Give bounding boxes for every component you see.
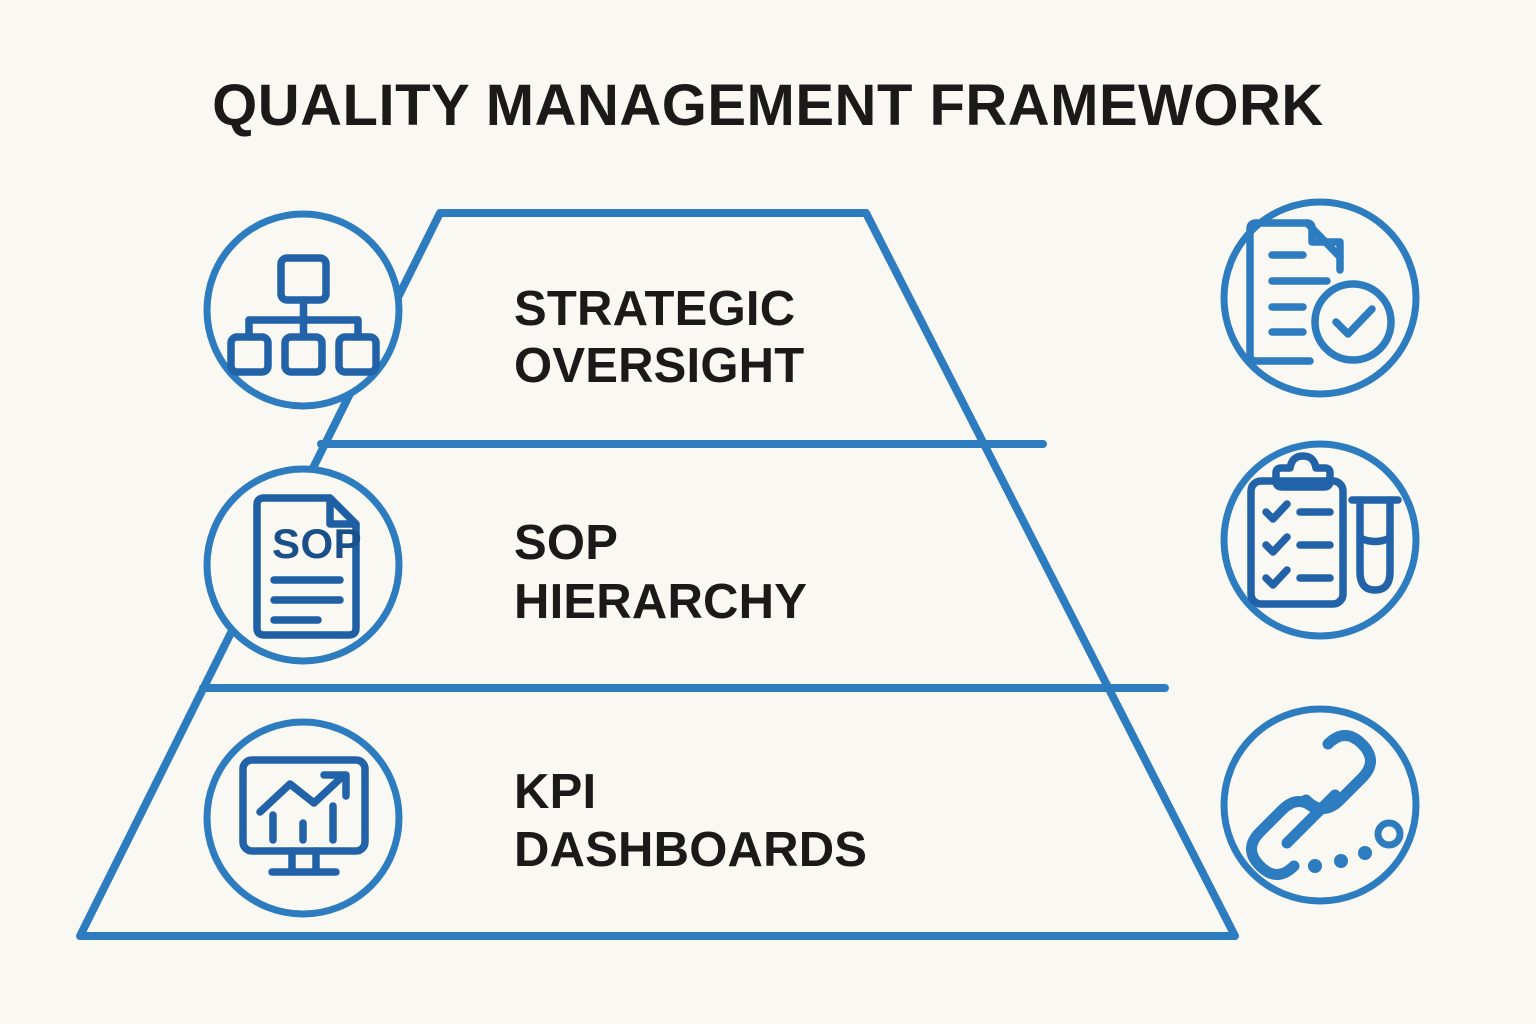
tier-1-label-line1: STRATEGIC	[514, 282, 795, 336]
clipboard-check-1	[1262, 500, 1291, 523]
tier-2-label-group: SOP HIERARCHY	[514, 516, 807, 629]
sop-document-body	[253, 494, 360, 639]
chain-dot-1	[1308, 859, 1322, 873]
chain-dot-4-outline	[1374, 819, 1404, 849]
tier-3-label-line1: KPI	[514, 765, 596, 819]
chain-link-lower	[1246, 796, 1322, 880]
test-tube-liquid-level	[1356, 534, 1394, 546]
chain-link-icon	[1220, 705, 1420, 905]
sop-document-icon: SOP	[203, 465, 403, 665]
clipboard-clip	[1272, 452, 1334, 491]
pyramid-outline	[76, 209, 1239, 940]
tier-2-label-line2: HIERARCHY	[514, 575, 807, 629]
document-approved-check-mark	[1332, 305, 1376, 338]
org-chart-icon	[203, 210, 403, 410]
test-tube-body	[1356, 496, 1394, 594]
document-approved-fold	[1303, 219, 1344, 261]
document-approved-icon	[1220, 198, 1420, 398]
monitor-trend-arrowhead	[320, 771, 350, 800]
monitor-chart-icon-ring	[203, 718, 403, 918]
monitor-screen	[239, 756, 369, 855]
clipboard-checklist-test-tube-icon	[1220, 440, 1420, 640]
org-chart-child-node-middle	[281, 333, 326, 376]
clipboard-check-3	[1262, 566, 1291, 589]
org-chart-child-node-left	[227, 333, 272, 376]
sop-document-fold	[326, 494, 360, 528]
tier-2-label-line1: SOP	[514, 516, 618, 570]
tier-1-label-group: STRATEGIC OVERSIGHT	[514, 282, 804, 393]
chain-link-connector	[1281, 789, 1341, 849]
org-chart-child-node-right	[335, 333, 380, 376]
monitor-chart-icon	[203, 718, 403, 918]
clipboard-check-2	[1262, 533, 1291, 556]
document-approved-check-circle	[1311, 280, 1395, 364]
monitor-trend-line	[256, 771, 348, 816]
tier-1-label-line2: OVERSIGHT	[514, 339, 804, 393]
chain-dot-2	[1334, 854, 1348, 868]
sop-document-label: SOP	[272, 520, 362, 567]
clipboard-board	[1247, 477, 1347, 608]
tier-3-label-line2: DASHBOARDS	[514, 823, 867, 877]
page-title: QUALITY MANAGEMENT FRAMEWORK	[212, 73, 1324, 138]
chain-dot-3	[1358, 846, 1372, 860]
tier-3-label-group: KPI DASHBOARDS	[514, 765, 867, 877]
pyramid-trapezoid	[76, 209, 1239, 940]
